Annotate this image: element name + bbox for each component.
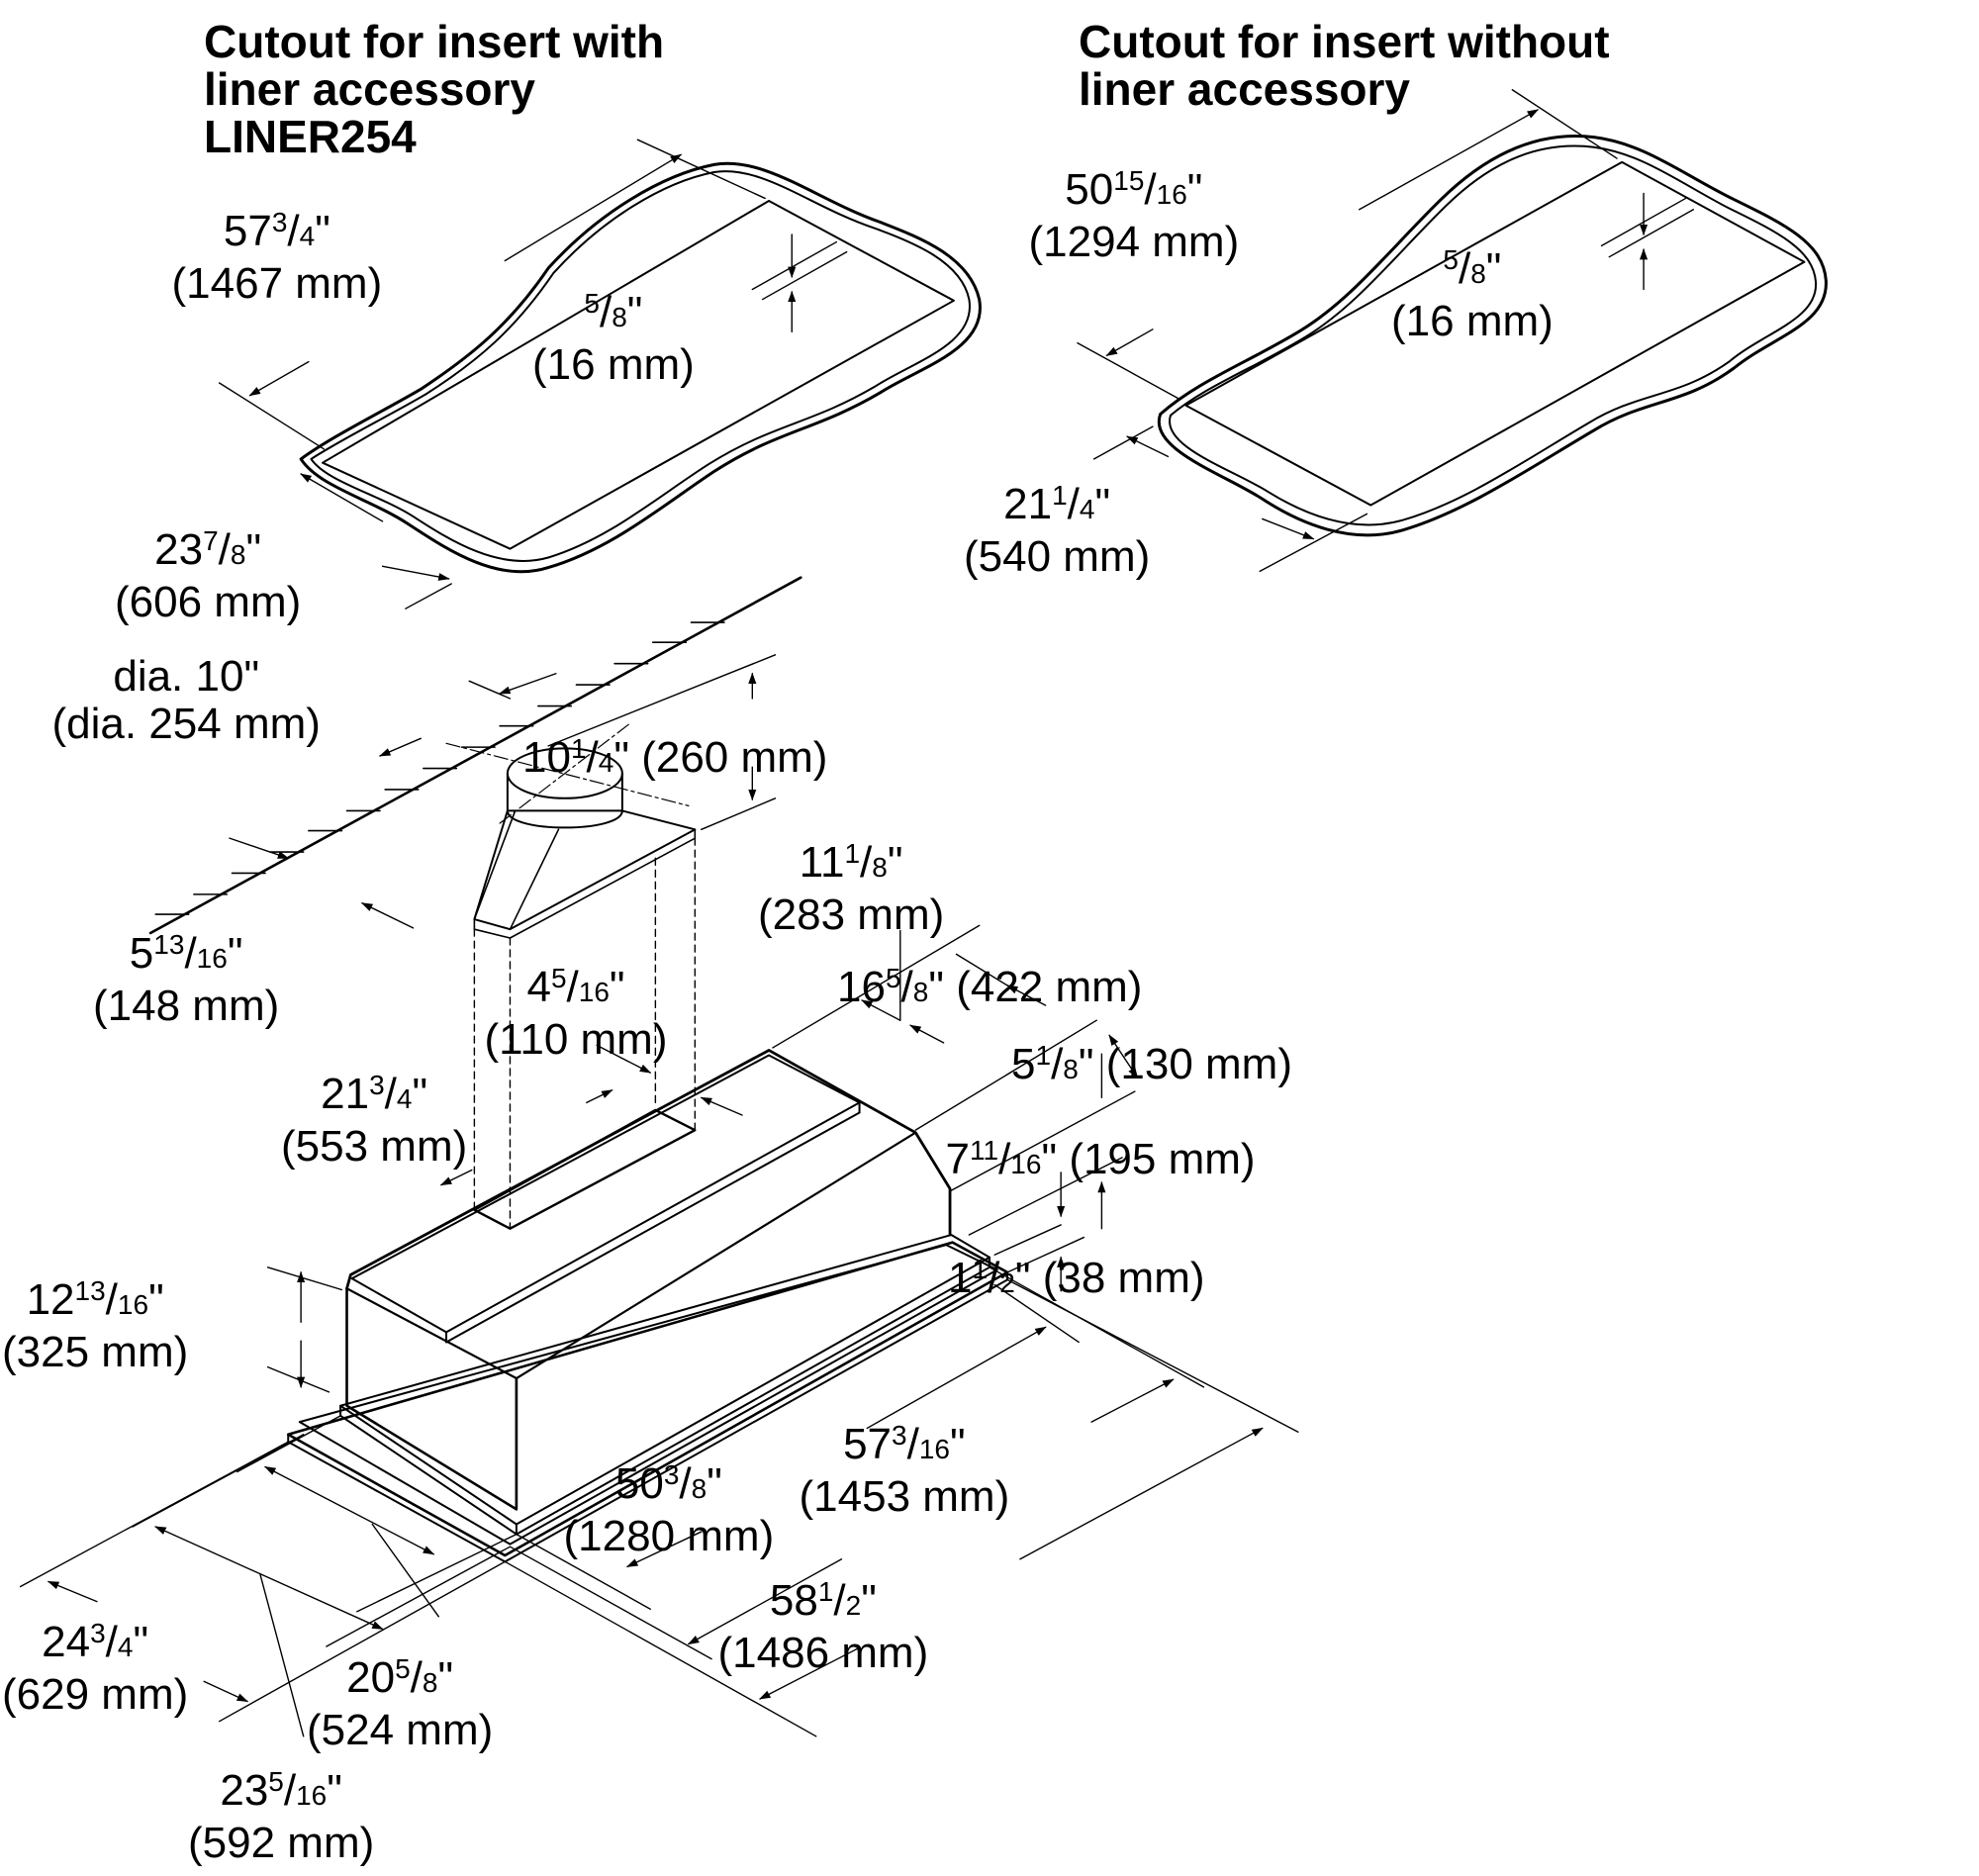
dim-liner-gap-mm: (16 mm) <box>532 340 695 389</box>
cutout-opening-without-liner <box>1185 162 1804 506</box>
dim-duct-height: 101/4" (260 mm) <box>522 734 827 787</box>
dim-overall-depth: 243/4"(629 mm) <box>2 1619 188 1719</box>
dim-total-height: 1213/16"(325 mm) <box>2 1276 188 1376</box>
duct-collar-top <box>508 748 622 797</box>
dim-slope-height: 51/8" (130 mm) <box>1011 1041 1292 1093</box>
dim-body-height-low-inch: 711/16" <box>945 1135 1058 1183</box>
dim-wall-offset-mm: (148 mm) <box>93 982 280 1030</box>
dim-body-length: 503/8"(1280 mm) <box>564 1460 775 1560</box>
dim-total-height-mm: (325 mm) <box>2 1328 189 1376</box>
dim-top-width: 111/8"(283 mm) <box>758 839 944 939</box>
dim-duct-height-mm: (260 mm) <box>641 733 828 782</box>
dim-body-height-low-mm: (195 mm) <box>1069 1135 1256 1183</box>
dim-duct-height-inch: 101/4" <box>522 733 629 782</box>
title-without-liner: Cutout for insert without liner accessor… <box>1079 18 1610 113</box>
dim-duct-position: 213/4"(553 mm) <box>281 1071 467 1171</box>
title-with-liner: Cutout for insert with liner accessory L… <box>204 18 664 160</box>
dim-total-height-inch: 1213/16" <box>26 1275 164 1324</box>
dim-duct-width: 45/16"(110 mm) <box>485 964 668 1064</box>
dim-noliner-gap: 5/8"(16 mm) <box>1391 245 1554 345</box>
dim-duct-diameter-mm: (dia. 254 mm) <box>51 700 321 748</box>
duct-transition-drawing <box>230 655 776 1229</box>
dim-body-depth-front: 205/8"(524 mm) <box>307 1654 493 1754</box>
dim-body-depth: 165/8" (422 mm) <box>837 964 1142 1016</box>
dim-noliner-length-mm: (1294 mm) <box>1028 218 1240 266</box>
dim-noliner-length-inch: 5015/16" <box>1065 165 1203 214</box>
wall-hatching <box>150 578 801 933</box>
dim-body-depth-front-inch: 205/8" <box>346 1653 454 1702</box>
hood-body-outline <box>347 1050 951 1288</box>
dim-noliner-gap-mm: (16 mm) <box>1391 297 1554 345</box>
dim-liner-length: 573/4"(1467 mm) <box>172 208 383 308</box>
dim-overall-depth-mm: (629 mm) <box>2 1670 189 1719</box>
dim-body-depth-front-mm: (524 mm) <box>307 1706 494 1754</box>
dim-body-length-inch: 503/8" <box>614 1459 722 1508</box>
dim-slope-height-inch: 51/8" <box>1011 1040 1094 1088</box>
dim-duct-width-mm: (110 mm) <box>484 1015 668 1064</box>
dim-slope-height-mm: (130 mm) <box>1105 1040 1292 1088</box>
dim-duct-diameter-inch: dia. 10" <box>113 652 260 701</box>
dim-wall-offset: 513/16"(148 mm) <box>93 930 279 1030</box>
dim-duct-width-inch: 45/16" <box>526 963 625 1011</box>
cutout-with-liner-drawing <box>220 140 981 609</box>
dim-top-width-inch: 111/8" <box>799 838 903 887</box>
dim-flange-depth-mm: (592 mm) <box>188 1819 375 1867</box>
dim-liner-depth-mm: (606 mm) <box>115 578 302 626</box>
dim-duct-position-inch: 213/4" <box>321 1070 428 1118</box>
duct-collar <box>508 774 622 828</box>
dim-flange-length: 573/16"(1453 mm) <box>800 1421 1010 1521</box>
dim-flange-depth-inch: 235/16" <box>220 1766 342 1815</box>
dim-flange-length-inch: 573/16" <box>843 1420 966 1468</box>
hood-body-drawing <box>21 925 1298 1735</box>
dim-overall-length-inch: 581/2" <box>769 1576 877 1625</box>
title-with-liner-line-2: liner accessory <box>204 63 536 115</box>
title-with-liner-line-3: LINER254 <box>204 111 417 162</box>
dim-liner-length-mm: (1467 mm) <box>171 259 383 308</box>
dim-liner-depth-inch: 237/8" <box>154 525 262 574</box>
dim-flange-height: 11/2" (38 mm) <box>948 1255 1205 1307</box>
title-without-liner-line-2: liner accessory <box>1079 63 1411 115</box>
dim-flange-height-inch: 11/2" <box>948 1254 1031 1302</box>
dim-overall-depth-inch: 243/4" <box>42 1618 149 1666</box>
countertop-outline-right-inner <box>1170 146 1816 525</box>
countertop-outline-right <box>1159 137 1826 535</box>
cutout-opening-with-liner <box>323 201 954 549</box>
dim-noliner-depth: 211/4"(540 mm) <box>964 481 1150 581</box>
countertop-outline-left <box>301 163 980 572</box>
title-with-liner-line-1: Cutout for insert with <box>204 16 665 67</box>
dim-body-depth-inch: 165/8" <box>837 963 944 1011</box>
dim-noliner-depth-inch: 211/4" <box>1003 480 1111 528</box>
countertop-outline-left-inner <box>311 171 970 561</box>
dim-body-length-mm: (1280 mm) <box>563 1512 775 1560</box>
duct-plate <box>474 810 695 929</box>
cutout-without-liner-drawing <box>1078 90 1827 572</box>
dim-flange-length-mm: (1453 mm) <box>799 1472 1010 1521</box>
dim-noliner-length: 5015/16"(1294 mm) <box>1029 166 1240 266</box>
title-without-liner-line-1: Cutout for insert without <box>1079 16 1610 67</box>
dim-liner-length-inch: 573/4" <box>223 207 330 255</box>
dim-duct-diameter: dia. 10" (dia. 254 mm) <box>52 653 321 748</box>
dim-liner-depth: 237/8"(606 mm) <box>115 526 301 626</box>
dim-flange-height-mm: (38 mm) <box>1042 1254 1205 1302</box>
dim-flange-depth: 235/16"(592 mm) <box>188 1767 374 1867</box>
hood-flange-inner <box>300 1245 997 1545</box>
dim-top-width-mm: (283 mm) <box>758 891 945 939</box>
dim-liner-gap: 5/8"(16 mm) <box>532 289 695 389</box>
dim-duct-position-mm: (553 mm) <box>281 1122 468 1171</box>
dim-noliner-gap-inch: 5/8" <box>1443 244 1502 293</box>
dim-overall-length: 581/2"(1486 mm) <box>718 1577 929 1677</box>
dim-body-height-low: 711/16" (195 mm) <box>946 1136 1256 1188</box>
hood-duct-opening <box>474 1110 695 1229</box>
dim-overall-length-mm: (1486 mm) <box>717 1629 929 1677</box>
dim-wall-offset-inch: 513/16" <box>129 929 243 978</box>
dim-body-depth-mm: (422 mm) <box>956 963 1143 1011</box>
dim-noliner-depth-mm: (540 mm) <box>964 532 1151 581</box>
dim-liner-gap-inch: 5/8" <box>584 288 643 336</box>
